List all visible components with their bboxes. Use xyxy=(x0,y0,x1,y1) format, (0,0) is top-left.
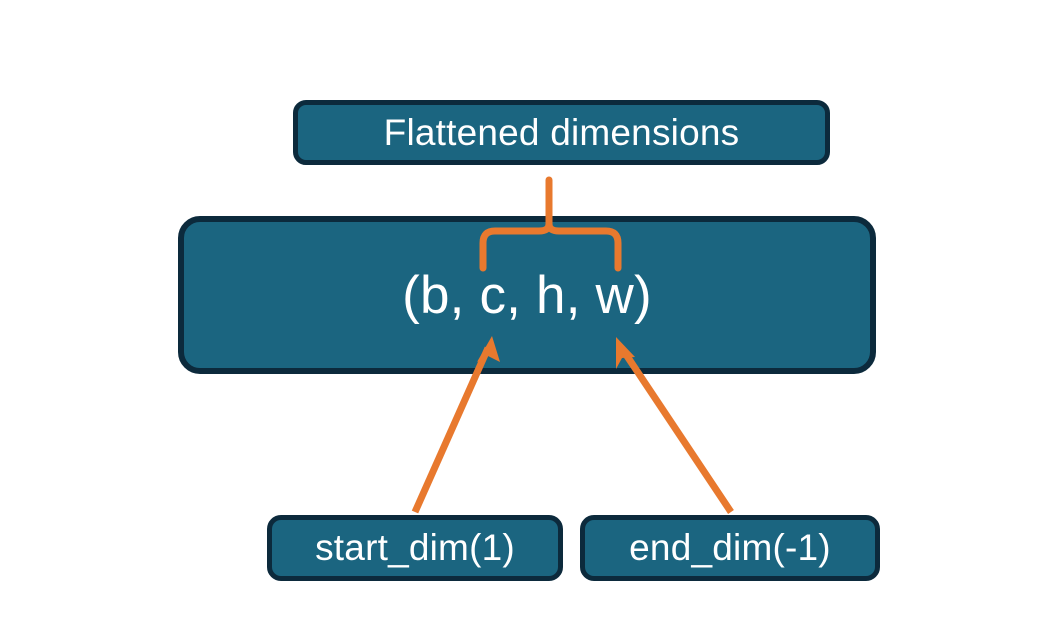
node-flattened-dimensions[interactable]: Flattened dimensions xyxy=(293,100,830,165)
node-tensor-shape[interactable]: (b, c, h, w) xyxy=(178,216,876,374)
node-tensor-shape-label: (b, c, h, w) xyxy=(402,265,652,325)
node-end-dim-label: end_dim(-1) xyxy=(629,527,831,568)
arrow-end-dim-shaft xyxy=(620,348,734,514)
node-start-dim[interactable]: start_dim(1) xyxy=(267,515,563,581)
node-end-dim[interactable]: end_dim(-1) xyxy=(580,515,880,581)
node-flattened-dimensions-label: Flattened dimensions xyxy=(383,111,740,153)
node-start-dim-label: start_dim(1) xyxy=(315,527,515,568)
